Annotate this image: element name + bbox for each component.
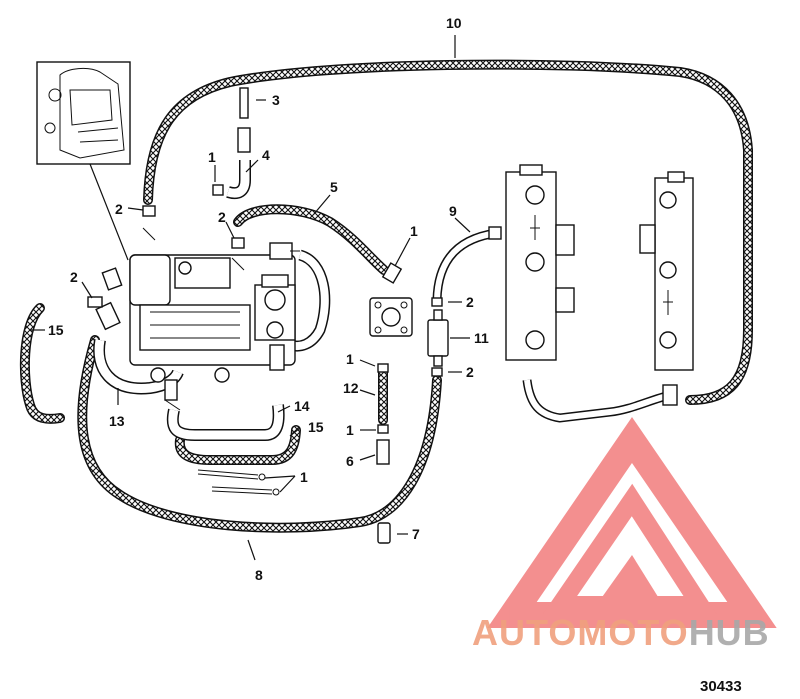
callout-4: 4 bbox=[262, 147, 270, 163]
svg-text:AUTOMOTOHUB: AUTOMOTOHUB bbox=[472, 612, 770, 653]
fuel-pump bbox=[369, 262, 413, 337]
callout-2: 2 bbox=[466, 364, 474, 380]
fuel-filter-11 bbox=[427, 309, 449, 367]
watermark-hub: HUB bbox=[689, 612, 770, 653]
hose-4 bbox=[226, 160, 251, 200]
hose-15-lower bbox=[174, 425, 301, 465]
callout-3: 3 bbox=[272, 92, 280, 108]
callout-6: 6 bbox=[346, 453, 354, 469]
watermark-auto: AUTO bbox=[472, 612, 577, 653]
callout-7: 7 bbox=[412, 526, 420, 542]
fittings bbox=[87, 87, 443, 544]
callout-1: 1 bbox=[208, 149, 216, 165]
hose-right-vapor bbox=[288, 249, 331, 352]
callout-1: 1 bbox=[300, 469, 308, 485]
callout-15: 15 bbox=[308, 419, 324, 435]
callout-11: 11 bbox=[474, 330, 489, 346]
callout-13: 13 bbox=[109, 413, 125, 429]
callout-1: 1 bbox=[346, 351, 354, 367]
callout-2: 2 bbox=[115, 201, 123, 217]
hose-8 bbox=[77, 335, 442, 533]
carburetor-assembly bbox=[95, 242, 300, 411]
figure-number: 30433 bbox=[700, 678, 742, 695]
watermark-logo-triangle bbox=[487, 417, 777, 628]
watermark-moto: MOTO bbox=[577, 612, 688, 653]
callout-2: 2 bbox=[218, 209, 226, 225]
hose-9 bbox=[432, 226, 502, 301]
watermark-logo-text: AUTOMOTOHUB bbox=[472, 612, 770, 653]
callout-5: 5 bbox=[330, 179, 338, 195]
callout-14: 14 bbox=[294, 398, 310, 414]
hose-5 bbox=[233, 204, 389, 275]
inset-detail-box bbox=[36, 61, 131, 261]
fuel-rail-left bbox=[505, 164, 575, 361]
callout-labels: 10 3 1 4 2 5 9 2 1 2 15 2 11 1 2 12 13 1… bbox=[48, 15, 489, 583]
callout-15: 15 bbox=[48, 322, 64, 338]
fuel-rail-right bbox=[639, 171, 694, 371]
callout-8: 8 bbox=[255, 567, 263, 583]
callout-1: 1 bbox=[410, 223, 418, 239]
callout-12: 12 bbox=[343, 380, 359, 396]
callout-10: 10 bbox=[446, 15, 462, 31]
callout-9: 9 bbox=[449, 203, 457, 219]
hose-10 bbox=[143, 59, 753, 405]
hose-13 bbox=[93, 338, 184, 395]
leader-lines bbox=[30, 35, 471, 561]
hose-15-left bbox=[19, 303, 65, 424]
callout-2: 2 bbox=[466, 294, 474, 310]
callout-1: 1 bbox=[346, 422, 354, 438]
rail-connector-hose bbox=[522, 379, 678, 423]
hose-14 bbox=[166, 404, 285, 441]
callout-2: 2 bbox=[70, 269, 78, 285]
